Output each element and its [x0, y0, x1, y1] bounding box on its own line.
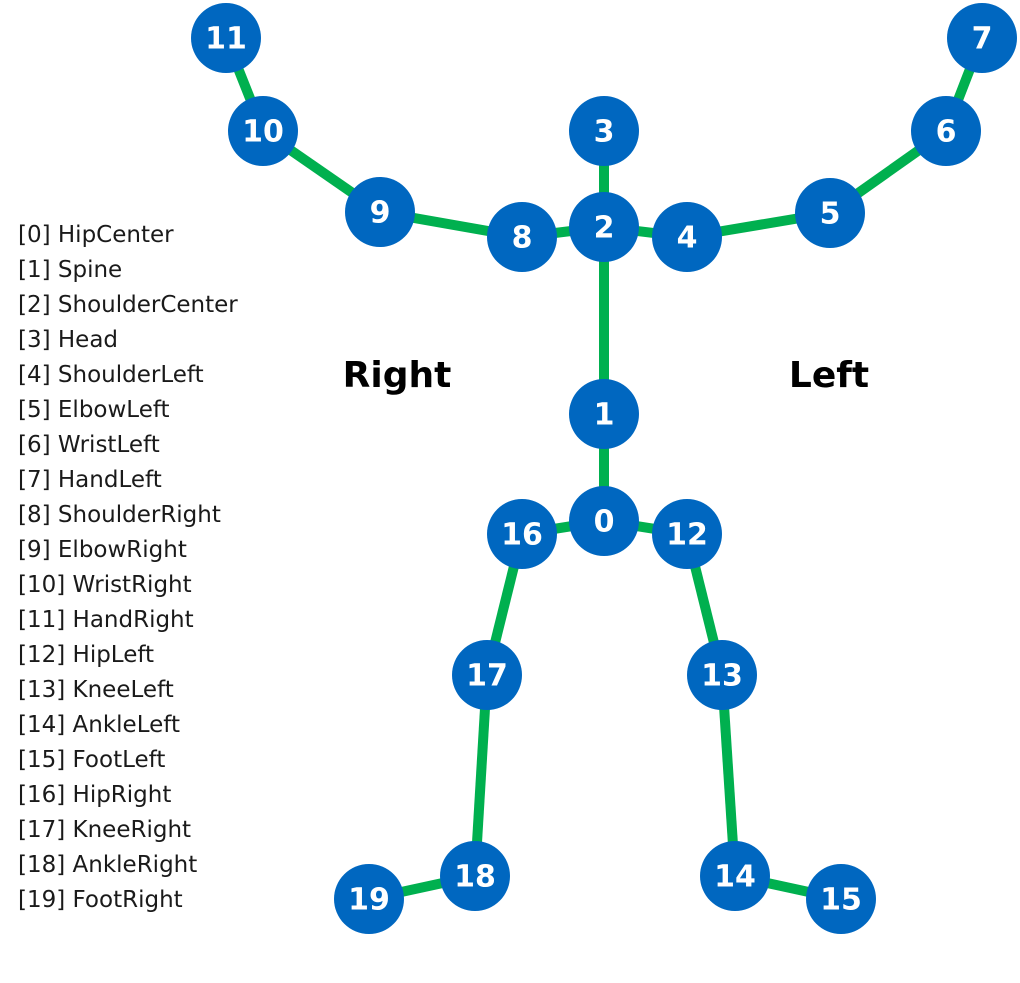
joint-circle [345, 177, 415, 247]
joint-node: 17 [452, 640, 522, 710]
legend-item: [12] HipLeft [18, 642, 155, 668]
joint-node: 18 [440, 841, 510, 911]
legend-item: [7] HandLeft [18, 467, 162, 493]
joint-node: 0 [569, 486, 639, 556]
joint-node: 8 [487, 202, 557, 272]
joint-circle [191, 3, 261, 73]
legend-item: [15] FootLeft [18, 747, 166, 773]
joint-node: 7 [947, 3, 1017, 73]
joint-number: 5 [820, 197, 841, 232]
joint-number: 3 [594, 115, 615, 150]
joint-circle [440, 841, 510, 911]
joint-node: 11 [191, 3, 261, 73]
joint-circle [652, 202, 722, 272]
joint-circle [487, 499, 557, 569]
joint-node: 5 [795, 178, 865, 248]
joint-node: 4 [652, 202, 722, 272]
joint-number: 2 [594, 211, 615, 246]
joint-node: 2 [569, 192, 639, 262]
legend-item: [8] ShoulderRight [18, 502, 221, 528]
legend-item: [1] Spine [18, 257, 123, 283]
joint-circle [911, 96, 981, 166]
joint-circle [228, 96, 298, 166]
legend-item: [14] AnkleLeft [18, 712, 180, 738]
joint-circle [652, 499, 722, 569]
legend-item: [16] HipRight [18, 782, 172, 808]
joint-circle [569, 486, 639, 556]
joint-node: 16 [487, 499, 557, 569]
left-side-label: Left [789, 355, 869, 396]
joint-number: 10 [242, 115, 284, 150]
joint-number: 0 [594, 505, 615, 540]
legend-item: [11] HandRight [18, 607, 194, 633]
joint-number: 19 [348, 883, 390, 918]
joint-circle [569, 192, 639, 262]
legend-item: [2] ShoulderCenter [18, 292, 238, 318]
right-side-label: Right [343, 355, 452, 396]
joint-node: 9 [345, 177, 415, 247]
legend-item: [10] WristRight [18, 572, 192, 598]
joint-node: 14 [700, 841, 770, 911]
joint-node: 10 [228, 96, 298, 166]
legend-item: [0] HipCenter [18, 222, 174, 248]
legend-item: [6] WristLeft [18, 432, 160, 458]
joint-node: 6 [911, 96, 981, 166]
joint-node: 15 [806, 864, 876, 934]
joint-number: 4 [677, 221, 698, 256]
joint-number: 17 [466, 659, 508, 694]
joint-number: 16 [501, 518, 543, 553]
joint-number: 12 [666, 518, 708, 553]
joint-number: 13 [701, 659, 743, 694]
joint-number: 18 [454, 860, 496, 895]
joint-circle [700, 841, 770, 911]
joint-number: 11 [205, 22, 247, 57]
joint-node: 19 [334, 864, 404, 934]
joint-circle [795, 178, 865, 248]
joint-number: 9 [370, 196, 391, 231]
joint-number: 1 [594, 398, 615, 433]
legend-item: [4] ShoulderLeft [18, 362, 204, 388]
joint-circle [806, 864, 876, 934]
legend-item: [17] KneeRight [18, 817, 192, 843]
joint-legend: [0] HipCenter [1] Spine [2] ShoulderCenter… [18, 218, 238, 918]
joint-number: 15 [820, 883, 862, 918]
joint-number: 8 [512, 221, 533, 256]
legend-item: [3] Head [18, 327, 119, 353]
joint-node: 3 [569, 96, 639, 166]
legend-item: [13] KneeLeft [18, 677, 174, 703]
joint-circle [487, 202, 557, 272]
legend-item: [19] FootRight [18, 887, 183, 913]
joint-circle [334, 864, 404, 934]
joint-circle [452, 640, 522, 710]
joint-number: 6 [936, 115, 957, 150]
joint-circle [569, 96, 639, 166]
joint-number: 7 [972, 22, 993, 57]
joint-node: 1 [569, 379, 639, 449]
legend-item: [18] AnkleRight [18, 852, 198, 878]
bones-layer [221, 36, 987, 904]
joint-number: 14 [714, 860, 756, 895]
joint-circle [687, 640, 757, 710]
joint-circle [569, 379, 639, 449]
joint-node: 12 [652, 499, 722, 569]
joint-circle [947, 3, 1017, 73]
joint-node: 13 [687, 640, 757, 710]
legend-item: [9] ElbowRight [18, 537, 187, 563]
legend-item: [5] ElbowLeft [18, 397, 170, 423]
